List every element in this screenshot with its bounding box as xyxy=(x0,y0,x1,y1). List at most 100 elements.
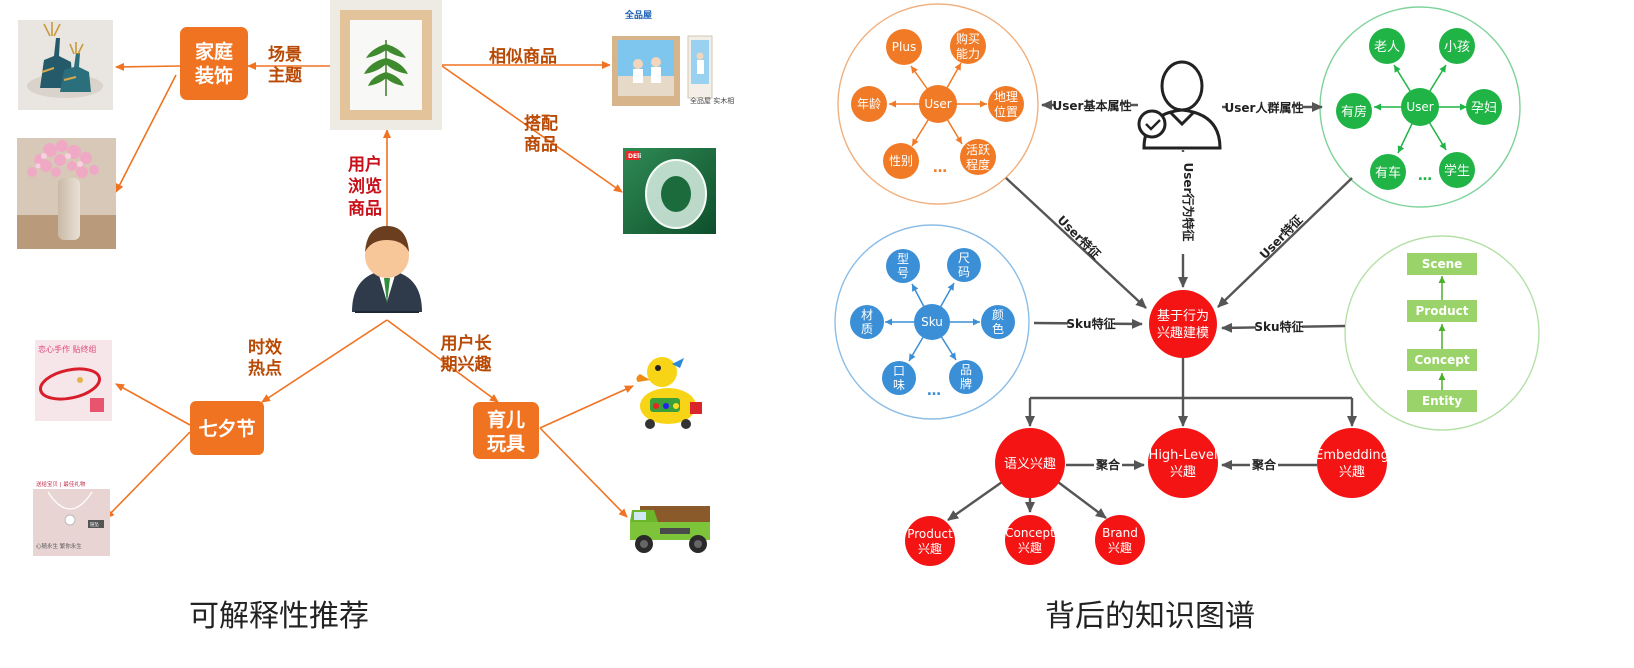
sku-nodes: Sku 型 号 尺 码 颜 色 品 牌 口 味 材 质 … xyxy=(850,248,1015,399)
tape-image: DEli xyxy=(623,148,716,234)
svg-text:送给宝贝 | 最佳礼物: 送给宝贝 | 最佳礼物 xyxy=(36,480,86,488)
svg-text:用户长: 用户长 xyxy=(441,333,493,354)
svg-text:Scene: Scene xyxy=(1422,257,1463,271)
right-panel: User Plus 购买 能力 地理 位置 活跃 程度 性别 年龄 … xyxy=(834,3,1540,634)
svg-text:Product: Product xyxy=(1416,304,1469,318)
svg-text:搭配: 搭配 xyxy=(524,113,558,134)
box-home-decor: 家庭 装饰 xyxy=(180,27,248,100)
semantic-interest-node xyxy=(995,428,1065,498)
svg-text:User特征: User特征 xyxy=(1054,212,1103,261)
deer-decor-image xyxy=(18,20,113,110)
label-similar: 相似商品 xyxy=(489,46,557,67)
svg-text:程度: 程度 xyxy=(966,157,990,172)
interest-nodes: 基于行为 兴趣建模 语义兴趣 High-Level 兴趣 Embedding 兴… xyxy=(905,290,1389,566)
label-hot: 时效 热点 xyxy=(248,337,282,379)
svg-text:场景: 场景 xyxy=(268,45,302,65)
svg-text:恋心手作 贴终组: 恋心手作 贴终组 xyxy=(38,344,97,354)
svg-text:Sku特征: Sku特征 xyxy=(1066,316,1115,331)
svg-text:全品屋: 全品屋 xyxy=(624,9,652,21)
caption-explainable: 可解释性推荐 xyxy=(189,599,369,634)
svg-text:语义兴趣: 语义兴趣 xyxy=(1004,457,1056,472)
svg-text:地理: 地理 xyxy=(994,90,1018,104)
user-avatar-icon xyxy=(352,226,422,313)
left-panel: 家庭 装饰 七夕节 育儿 玩具 场景 主题 相似商品 搭配 商品 用户 浏览 商… xyxy=(17,0,734,634)
svg-text:链坠: 链坠 xyxy=(90,521,99,528)
svg-text:User: User xyxy=(1406,100,1433,114)
user-person-icon xyxy=(1137,60,1222,150)
svg-text:用户: 用户 xyxy=(348,154,382,175)
svg-text:主题: 主题 xyxy=(268,65,303,86)
svg-text:DEli: DEli xyxy=(628,153,641,160)
svg-text:牌: 牌 xyxy=(960,377,972,391)
svg-text:User人群属性: User人群属性 xyxy=(1225,100,1304,115)
truck-toy-image xyxy=(630,506,710,553)
svg-text:User: User xyxy=(924,97,951,111)
duck-toy-image xyxy=(636,357,702,429)
box-toys: 育儿 玩具 xyxy=(473,402,539,459)
svg-text:味: 味 xyxy=(893,378,905,392)
svg-text:型: 型 xyxy=(897,252,909,266)
svg-text:兴趣: 兴趣 xyxy=(1339,465,1365,480)
svg-text:材: 材 xyxy=(861,308,873,322)
box-qixi: 七夕节 xyxy=(190,401,264,455)
svg-text:号: 号 xyxy=(897,266,909,280)
svg-text:玩具: 玩具 xyxy=(487,433,525,455)
graph-connectors xyxy=(947,100,1357,521)
user-group-nodes: User 老人 小孩 孕妇 学生 有车 有房 … xyxy=(1336,28,1502,190)
necklace-image: 送给宝贝 | 最佳礼物 心随永生 繁你永生 链坠 xyxy=(33,477,110,556)
svg-text:口: 口 xyxy=(893,364,905,378)
svg-text:Concept: Concept xyxy=(1005,526,1055,540)
svg-text:浏览: 浏览 xyxy=(348,176,382,197)
label-match: 搭配 商品 xyxy=(524,113,558,155)
bracelet-image: 恋心手作 贴终组 xyxy=(35,340,112,421)
svg-text:码: 码 xyxy=(958,265,970,279)
svg-text:Entity: Entity xyxy=(1422,394,1462,408)
user-properties-nodes: User Plus 购买 能力 地理 位置 活跃 程度 性别 年龄 … xyxy=(851,28,1024,179)
product-interest-node xyxy=(905,516,955,566)
svg-text:品: 品 xyxy=(960,363,972,377)
brand-interest-node xyxy=(1095,515,1145,565)
label-scene-theme: 场景 主题 xyxy=(268,45,303,86)
svg-text:有房: 有房 xyxy=(1341,104,1367,120)
caption-knowledge-graph: 背后的知识图谱 xyxy=(1045,599,1255,634)
svg-text:老人: 老人 xyxy=(1374,40,1400,55)
svg-text:学生: 学生 xyxy=(1444,163,1470,179)
concept-interest-node xyxy=(1005,515,1055,565)
label-browse: 用户 浏览 商品 xyxy=(348,154,382,219)
svg-text:期兴趣: 期兴趣 xyxy=(441,354,493,375)
svg-text:活跃: 活跃 xyxy=(966,143,990,157)
svg-text:有车: 有车 xyxy=(1375,165,1401,181)
svg-text:兴趣: 兴趣 xyxy=(1018,540,1042,555)
svg-text:聚合: 聚合 xyxy=(1251,457,1277,472)
svg-text:购买: 购买 xyxy=(956,31,980,46)
svg-text:…: … xyxy=(1418,168,1432,184)
svg-text:User基本属性: User基本属性 xyxy=(1053,98,1132,113)
svg-text:High-Level: High-Level xyxy=(1149,448,1218,463)
svg-text:Concept: Concept xyxy=(1414,353,1469,367)
edge-labels: User基本属性 User人群属性 User行为特征 User特征 User特征… xyxy=(1053,97,1305,472)
svg-text:User行为特征: User行为特征 xyxy=(1181,163,1196,242)
svg-text:Sku: Sku xyxy=(921,315,943,329)
svg-text:位置: 位置 xyxy=(994,104,1018,119)
svg-text:兴趣建模: 兴趣建模 xyxy=(1157,326,1209,341)
svg-text:孕妇: 孕妇 xyxy=(1471,100,1497,116)
svg-text:Brand: Brand xyxy=(1102,526,1138,540)
svg-text:心随永生 繁你永生: 心随永生 繁你永生 xyxy=(36,542,82,550)
svg-text:Embedding: Embedding xyxy=(1315,448,1389,463)
vase-flowers-image xyxy=(17,138,116,249)
svg-text:Product: Product xyxy=(907,527,953,541)
svg-text:…: … xyxy=(927,383,941,399)
svg-text:年龄: 年龄 xyxy=(857,97,881,111)
svg-text:育儿: 育儿 xyxy=(487,408,525,431)
svg-text:热点: 热点 xyxy=(248,358,282,379)
svg-text:Plus: Plus xyxy=(892,40,916,54)
svg-text:尺: 尺 xyxy=(958,251,970,265)
svg-text:基于行为: 基于行为 xyxy=(1157,309,1209,324)
label-interest: 用户长 期兴趣 xyxy=(441,333,493,375)
svg-text:兴趣: 兴趣 xyxy=(1170,465,1196,480)
hierarchy-stack: Scene Product Concept Entity xyxy=(1407,253,1477,412)
svg-text:…: … xyxy=(933,160,947,176)
svg-text:颜: 颜 xyxy=(992,307,1004,322)
svg-text:时效: 时效 xyxy=(248,337,282,358)
